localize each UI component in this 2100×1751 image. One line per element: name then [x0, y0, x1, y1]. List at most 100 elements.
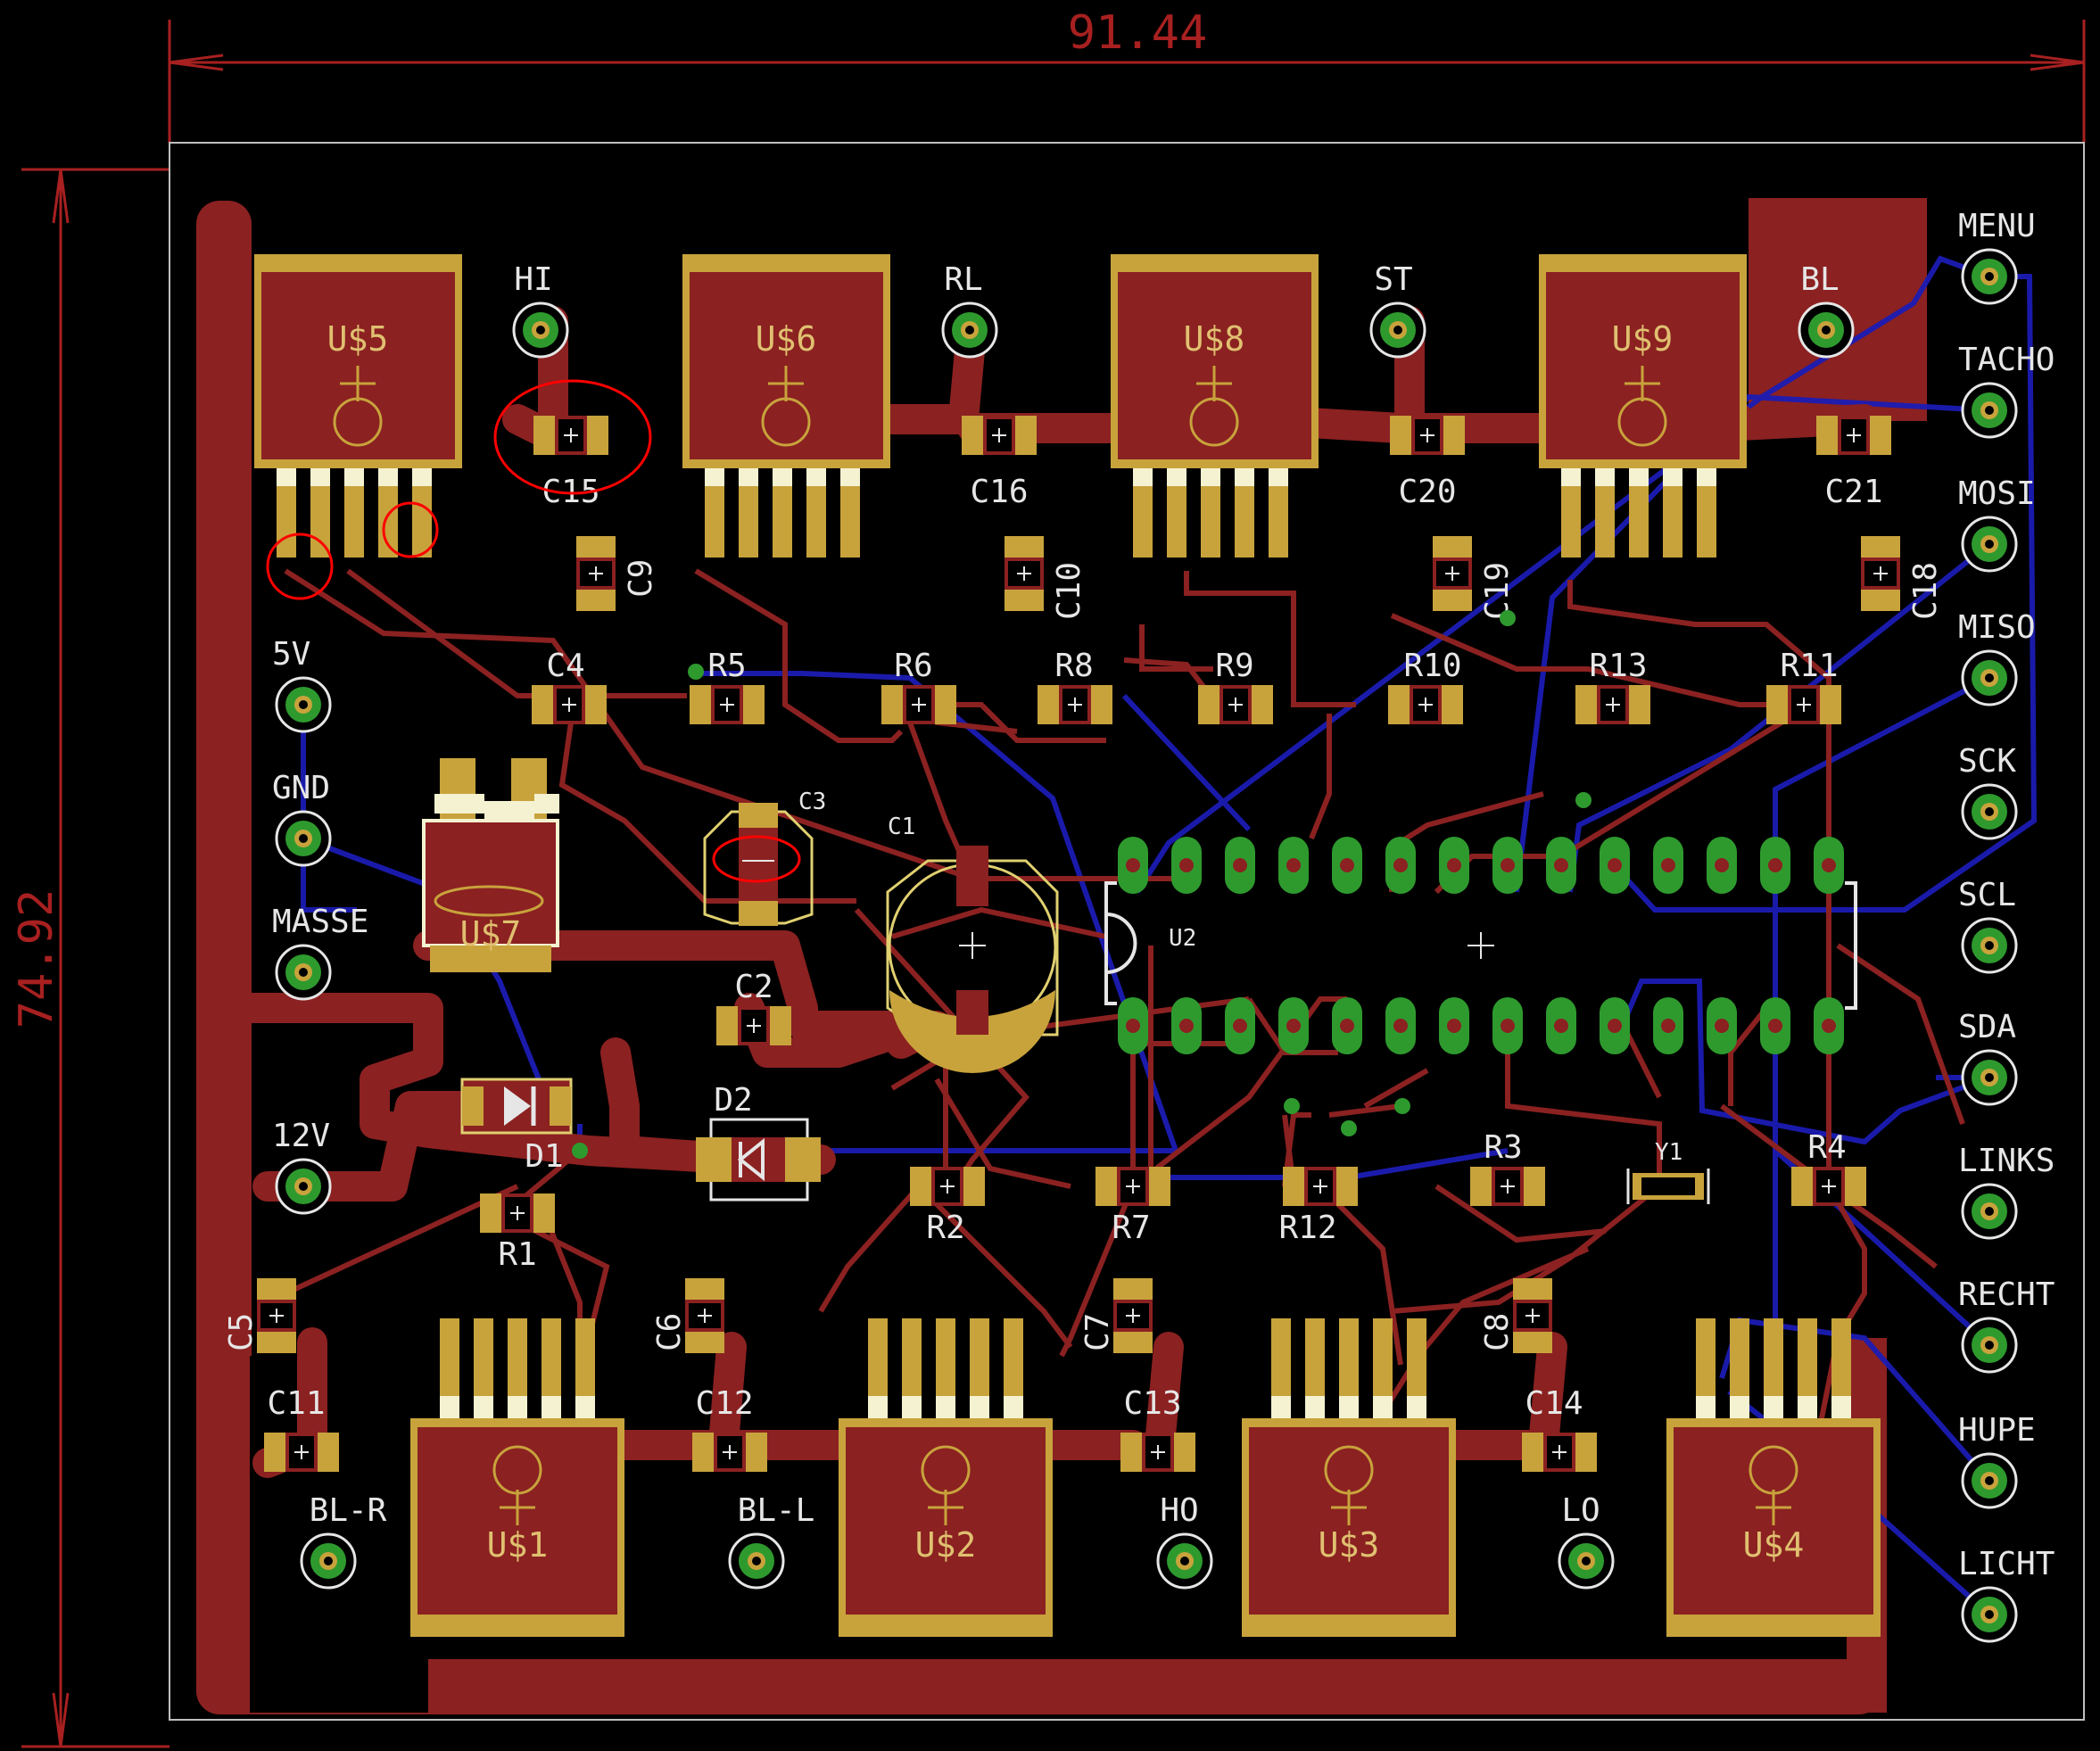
- highlight-circle-c3: [712, 835, 801, 883]
- cap-c13: [1120, 1432, 1196, 1473]
- resistor-r2: [909, 1166, 986, 1207]
- connector-label-bl: BL: [1800, 261, 1839, 298]
- resistor-r3: [1469, 1166, 1546, 1207]
- pin-hupe[interactable]: [1961, 1452, 2018, 1509]
- pin-mosi[interactable]: [1961, 516, 2018, 573]
- resistor-r4: [1790, 1166, 1867, 1207]
- pin-miso[interactable]: [1961, 649, 2018, 706]
- power-ic-u6-label: U$6: [756, 319, 817, 359]
- highlight-circle-c15: [493, 379, 652, 495]
- pin-label-links: LINKS: [1958, 1143, 2055, 1179]
- via-pad-rl[interactable]: [941, 301, 998, 359]
- resistor-label-r12: R12: [1278, 1210, 1336, 1246]
- part-label-r9: R9: [1215, 648, 1253, 684]
- dimension-lines: [21, 20, 2086, 1748]
- cap-c10: [1004, 535, 1045, 612]
- power-ic-row-top: U$5 U$6 U$8: [254, 254, 1747, 558]
- cap-label-c14: C14: [1525, 1385, 1583, 1422]
- cap-c2: [715, 1005, 792, 1046]
- cap-label-c1: C1: [888, 814, 915, 840]
- regulator-u7: U$7: [422, 758, 559, 972]
- diode-label-d2: D2: [714, 1082, 752, 1119]
- part-label-r11: R11: [1780, 648, 1838, 684]
- crystal-y1: Y1: [1626, 1139, 1710, 1204]
- via-pad-bl[interactable]: [1798, 301, 1855, 359]
- cap-label-c2: C2: [734, 969, 773, 1005]
- part-label-r8: R8: [1054, 648, 1093, 684]
- pin-masse[interactable]: [275, 944, 332, 1001]
- top-caps: C15 C16 C20 C21 C9 C10 C19 C18: [533, 415, 1944, 620]
- mcu-pins-top: [1118, 837, 1844, 894]
- resistor-r11: [1765, 684, 1842, 725]
- part-label-r6: R6: [894, 648, 932, 684]
- cap-label-c8: C8: [1479, 1313, 1516, 1351]
- cap-label-c20: C20: [1398, 474, 1456, 510]
- pin-licht[interactable]: [1961, 1586, 2018, 1643]
- pin-label-ho: HO: [1160, 1492, 1198, 1529]
- via-pad-hi[interactable]: [512, 301, 569, 359]
- pin-scl[interactable]: [1961, 917, 2018, 974]
- cap-c21: [1815, 415, 1892, 456]
- power-ic-u1-label: U$1: [487, 1525, 549, 1565]
- pin-lo[interactable]: [1558, 1532, 1615, 1590]
- pin-label-hupe: HUPE: [1958, 1412, 2036, 1449]
- connector-label-hi: HI: [514, 261, 552, 298]
- pin-label-scl: SCL: [1958, 877, 2016, 913]
- power-ic-u6: U$6: [682, 254, 890, 558]
- part-label-r13: R13: [1589, 648, 1647, 684]
- power-ic-u1: U$1: [410, 1318, 624, 1637]
- pin-recht[interactable]: [1961, 1317, 2018, 1374]
- part-label-r5: R5: [707, 648, 746, 684]
- cap-c7: [1112, 1277, 1153, 1354]
- pin-tacho[interactable]: [1961, 382, 2018, 439]
- resistor-label-r3: R3: [1484, 1129, 1522, 1166]
- pin-sda[interactable]: [1961, 1049, 2018, 1106]
- cap-c8: [1512, 1277, 1553, 1354]
- pin-ho[interactable]: [1156, 1532, 1213, 1590]
- width-dimension-label: 91.44: [1068, 6, 1208, 60]
- small-vias: [572, 610, 1592, 1159]
- pin-12v[interactable]: [275, 1158, 332, 1215]
- resistor-r7: [1095, 1166, 1171, 1207]
- cap-label-c3: C3: [798, 789, 826, 815]
- cap-label-c6: C6: [651, 1313, 688, 1351]
- pin-label-bl-r: BL-R: [310, 1492, 387, 1529]
- pin-label-bl-l: BL-L: [738, 1492, 815, 1529]
- power-ic-row-bottom: U$1 U$2 U$3: [410, 1318, 1881, 1637]
- resistor-r6: [881, 684, 957, 725]
- cap-c1: C1: [886, 814, 1059, 1073]
- resistor-label-r1: R1: [498, 1236, 536, 1273]
- via-pad-st[interactable]: [1369, 301, 1426, 359]
- pin-links[interactable]: [1961, 1183, 2018, 1240]
- diode-label-d1: D1: [525, 1138, 563, 1175]
- left-pins: 5V GND MASSE 12V: [272, 636, 368, 1215]
- regulator-u7-label: U$7: [460, 914, 522, 954]
- right-pins: MENU TACHO MOSI MISO SCK SCL SDA LINKS R…: [1958, 208, 2055, 1643]
- pin-label-sda: SDA: [1958, 1009, 2016, 1045]
- power-ic-u5-label: U$5: [327, 319, 389, 359]
- pin-menu[interactable]: [1961, 248, 2018, 305]
- lower-resistors: R1 R2 R7 R12 R3 R4: [479, 1129, 1867, 1273]
- pin-label-menu: MENU: [1958, 208, 2036, 244]
- cap-label-c16: C16: [970, 474, 1028, 510]
- pin-gnd[interactable]: [275, 810, 332, 867]
- pin-label-masse: MASSE: [272, 904, 368, 940]
- pin-bl-r[interactable]: [300, 1532, 357, 1590]
- mcu-u2: U2: [1104, 837, 1857, 1054]
- pin-5v[interactable]: [275, 676, 332, 733]
- cap-c15: [533, 415, 609, 456]
- diode-d1: D1: [460, 1078, 573, 1175]
- crystal-label-y1: Y1: [1655, 1139, 1682, 1166]
- connector-label-st: ST: [1374, 261, 1412, 298]
- middle-components: U$7 C3 C1 C2: [422, 758, 1857, 1204]
- resistor-label-r7: R7: [1112, 1210, 1150, 1246]
- bottom-caps: C5 C6 C7 C8 C11 C12 C13 C14: [223, 1277, 1598, 1473]
- power-ic-u2-label: U$2: [915, 1525, 977, 1565]
- cap-c6: [684, 1277, 725, 1354]
- pin-bl-l[interactable]: [728, 1532, 785, 1590]
- pin-label-5v: 5V: [272, 636, 310, 673]
- highlight-circle-pin-right: [382, 501, 439, 558]
- pin-sck[interactable]: [1961, 783, 2018, 840]
- bottom-pins: BL-R BL-L HO LO: [300, 1492, 1615, 1590]
